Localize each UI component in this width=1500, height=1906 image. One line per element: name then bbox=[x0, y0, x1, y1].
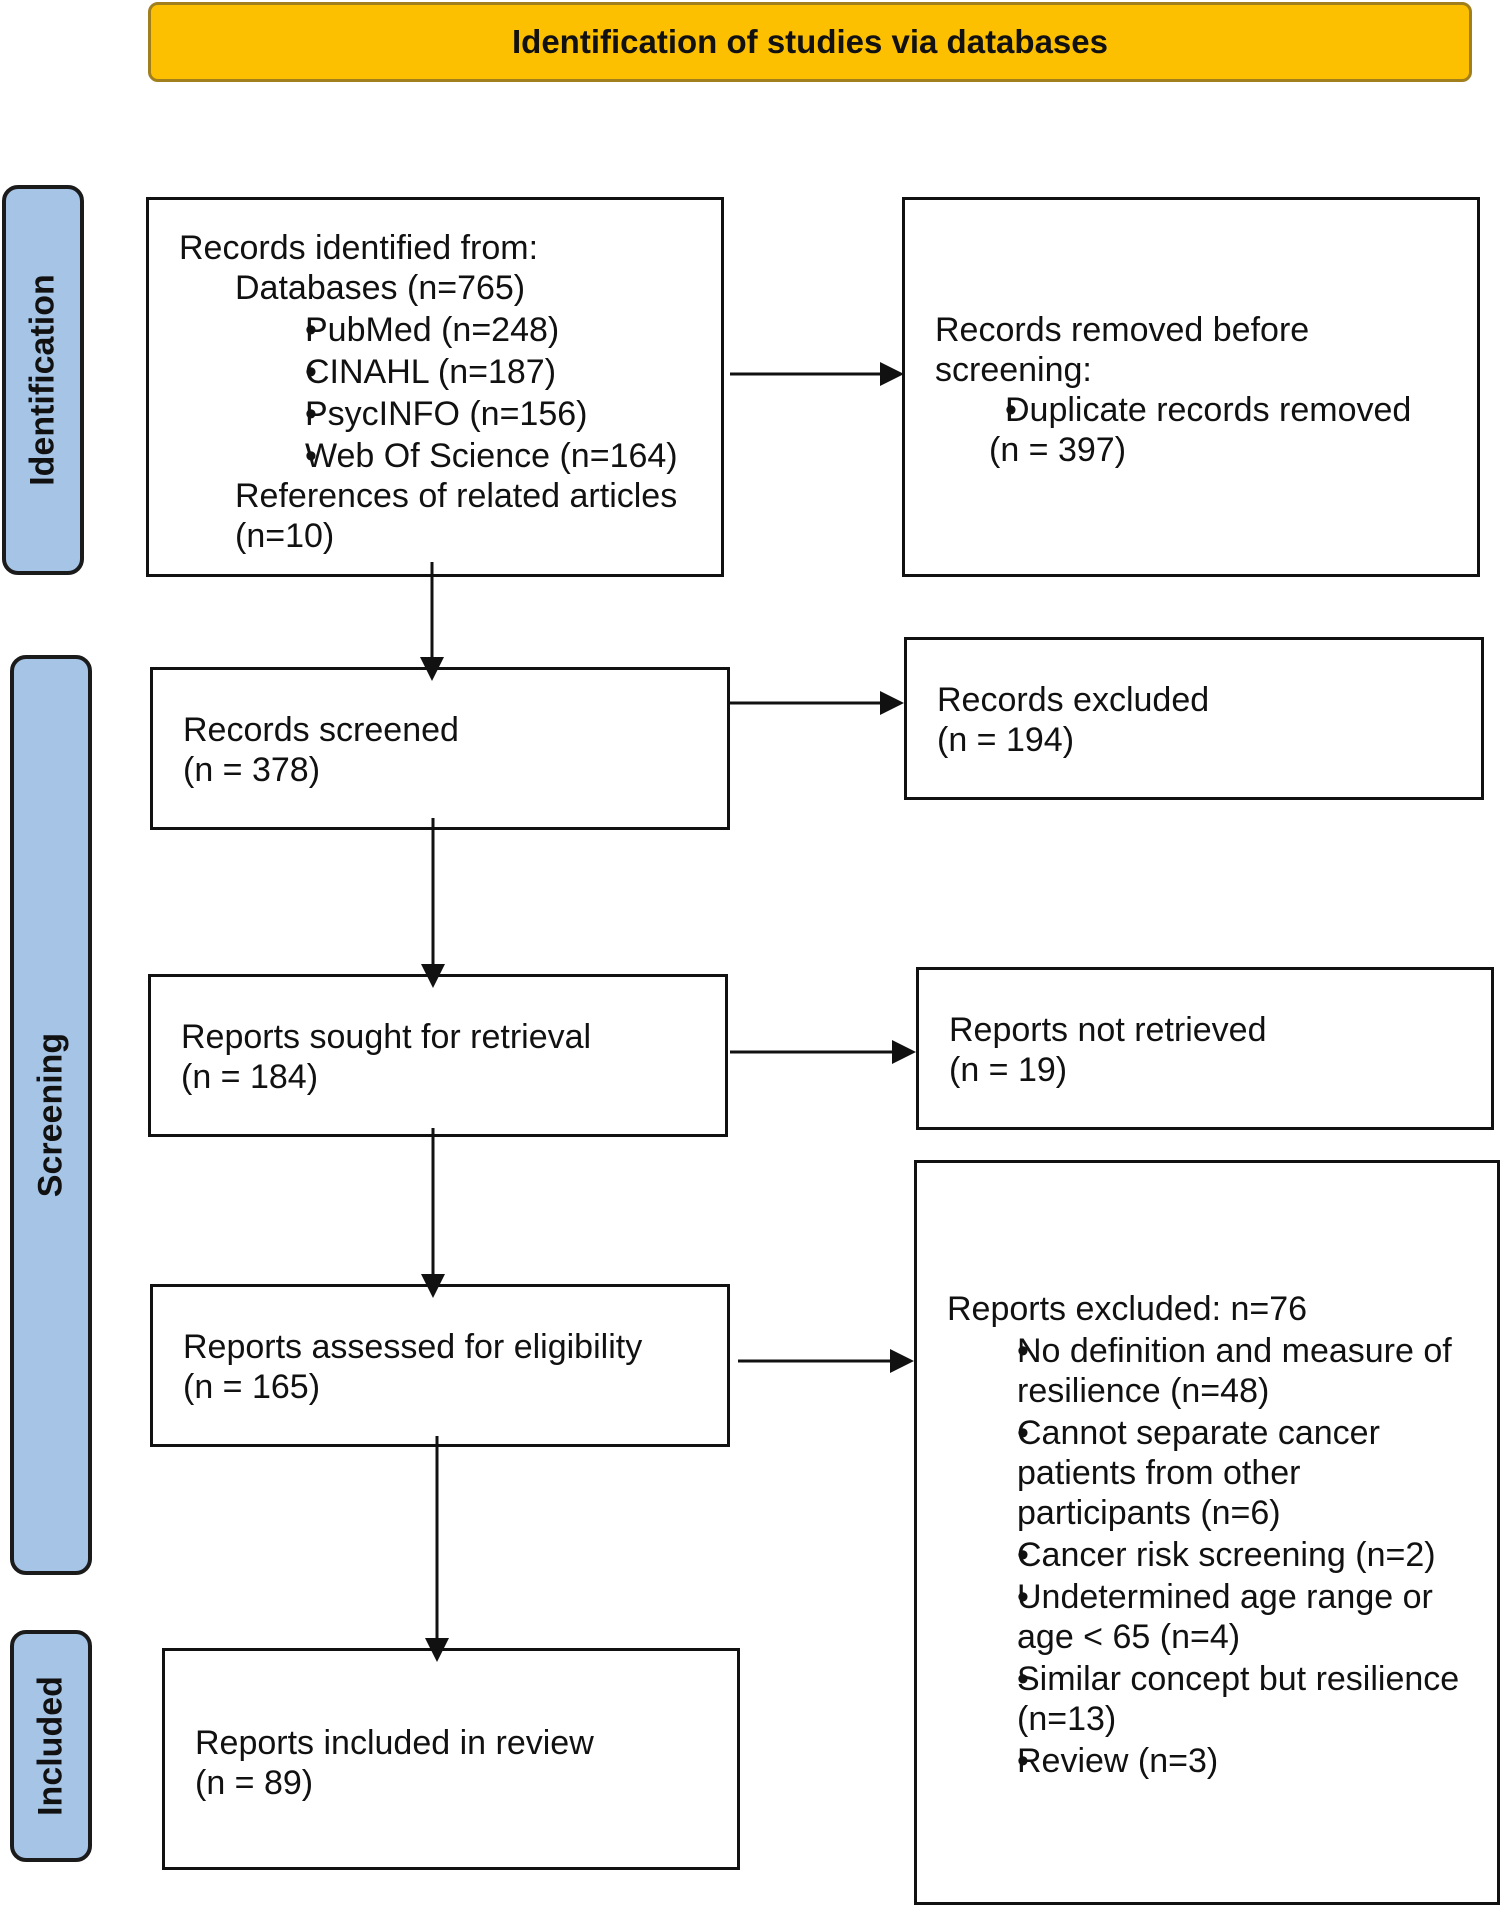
reports-assessed-box: Reports assessed for eligibility (n = 16… bbox=[150, 1284, 730, 1447]
arrowhead-assessed-to-reports-excluded bbox=[890, 1349, 914, 1373]
records-excluded-box: Records excluded (n = 194) bbox=[904, 637, 1484, 800]
reports-excluded-item-line: Cancer risk screening (n=2) bbox=[947, 1535, 1497, 1575]
records-screened-label: Records screened bbox=[183, 711, 459, 749]
reports-sought-box: Reports sought for retrieval (n = 184) bbox=[148, 974, 728, 1137]
arrowhead-screened-to-excluded bbox=[880, 691, 904, 715]
records-identified-box: Records identified from: Databases (n=76… bbox=[146, 197, 724, 577]
arrowhead-sought-to-not-retrieved bbox=[892, 1040, 916, 1064]
stage-included: Included bbox=[10, 1630, 92, 1862]
database-item-web-of-science: Web Of Science (n=164) bbox=[179, 436, 721, 476]
databases-total: Databases (n=765) bbox=[235, 269, 526, 307]
reports-included-count: (n = 89) bbox=[195, 1764, 314, 1802]
records-removed-line2: screening: bbox=[935, 351, 1092, 389]
records-identified-heading: Records identified from: bbox=[179, 229, 539, 267]
reports-excluded-item-line: participants (n=6) bbox=[1017, 1494, 1281, 1532]
stage-identification: Identification bbox=[2, 185, 84, 575]
reports-excluded-item-line: Cannot separate cancer bbox=[947, 1413, 1497, 1453]
reports-not-retrieved-box: Reports not retrieved (n = 19) bbox=[916, 967, 1494, 1130]
database-item-pubmed: PubMed (n=248) bbox=[179, 310, 721, 350]
references-label: References of related articles bbox=[235, 477, 678, 515]
reports-not-retrieved-count: (n = 19) bbox=[949, 1051, 1068, 1089]
database-item-cinahl: CINAHL (n=187) bbox=[179, 352, 721, 392]
duplicate-records-item: Duplicate records removed bbox=[935, 390, 1477, 430]
reports-assessed-count: (n = 165) bbox=[183, 1368, 321, 1406]
records-screened-count: (n = 378) bbox=[183, 751, 321, 789]
duplicate-records-count: (n = 397) bbox=[989, 431, 1127, 469]
reports-excluded-heading: Reports excluded: n=76 bbox=[947, 1290, 1308, 1328]
arrowhead-identified-to-screened bbox=[420, 657, 444, 681]
reports-sought-count: (n = 184) bbox=[181, 1058, 319, 1096]
reports-excluded-item-line: Undetermined age range or bbox=[947, 1577, 1497, 1617]
arrowhead-identified-to-removed bbox=[880, 362, 904, 386]
arrowhead-assessed-to-included bbox=[425, 1638, 449, 1662]
reports-excluded-box: Reports excluded: n=76 No definition and… bbox=[914, 1160, 1500, 1905]
stage-screening: Screening bbox=[10, 655, 92, 1575]
arrowhead-sought-to-assessed bbox=[421, 1274, 445, 1298]
reports-included-box: Reports included in review (n = 89) bbox=[162, 1648, 740, 1870]
reports-included-label: Reports included in review bbox=[195, 1724, 594, 1762]
reports-sought-label: Reports sought for retrieval bbox=[181, 1018, 592, 1056]
header-title: Identification of studies via databases bbox=[512, 23, 1108, 60]
reports-excluded-item: Similar concept but resilience(n=13) bbox=[947, 1659, 1497, 1739]
reports-excluded-item-line: patients from other bbox=[1017, 1454, 1301, 1492]
records-excluded-count: (n = 194) bbox=[937, 721, 1075, 759]
references-count: (n=10) bbox=[235, 517, 335, 555]
reports-excluded-item-line: Similar concept but resilience bbox=[947, 1659, 1497, 1699]
reports-excluded-item-line: (n=13) bbox=[1017, 1700, 1117, 1738]
database-item-psycinfo: PsycINFO (n=156) bbox=[179, 394, 721, 434]
records-removed-box: Records removed before screening: Duplic… bbox=[902, 197, 1480, 577]
arrowhead-screened-to-sought bbox=[421, 964, 445, 988]
reports-excluded-item: Review (n=3) bbox=[947, 1741, 1497, 1781]
reports-excluded-item-line: age < 65 (n=4) bbox=[1017, 1618, 1241, 1656]
reports-excluded-item-line: resilience (n=48) bbox=[1017, 1372, 1270, 1410]
reports-assessed-label: Reports assessed for eligibility bbox=[183, 1328, 643, 1366]
records-removed-line1: Records removed before bbox=[935, 311, 1310, 349]
reports-excluded-item: Cancer risk screening (n=2) bbox=[947, 1535, 1497, 1575]
reports-excluded-item-line: No definition and measure of bbox=[947, 1331, 1497, 1371]
reports-not-retrieved-label: Reports not retrieved bbox=[949, 1011, 1267, 1049]
reports-excluded-item-line: Review (n=3) bbox=[947, 1741, 1497, 1781]
diagram-header: Identification of studies via databases bbox=[148, 2, 1472, 82]
records-excluded-label: Records excluded bbox=[937, 681, 1210, 719]
records-screened-box: Records screened (n = 378) bbox=[150, 667, 730, 830]
